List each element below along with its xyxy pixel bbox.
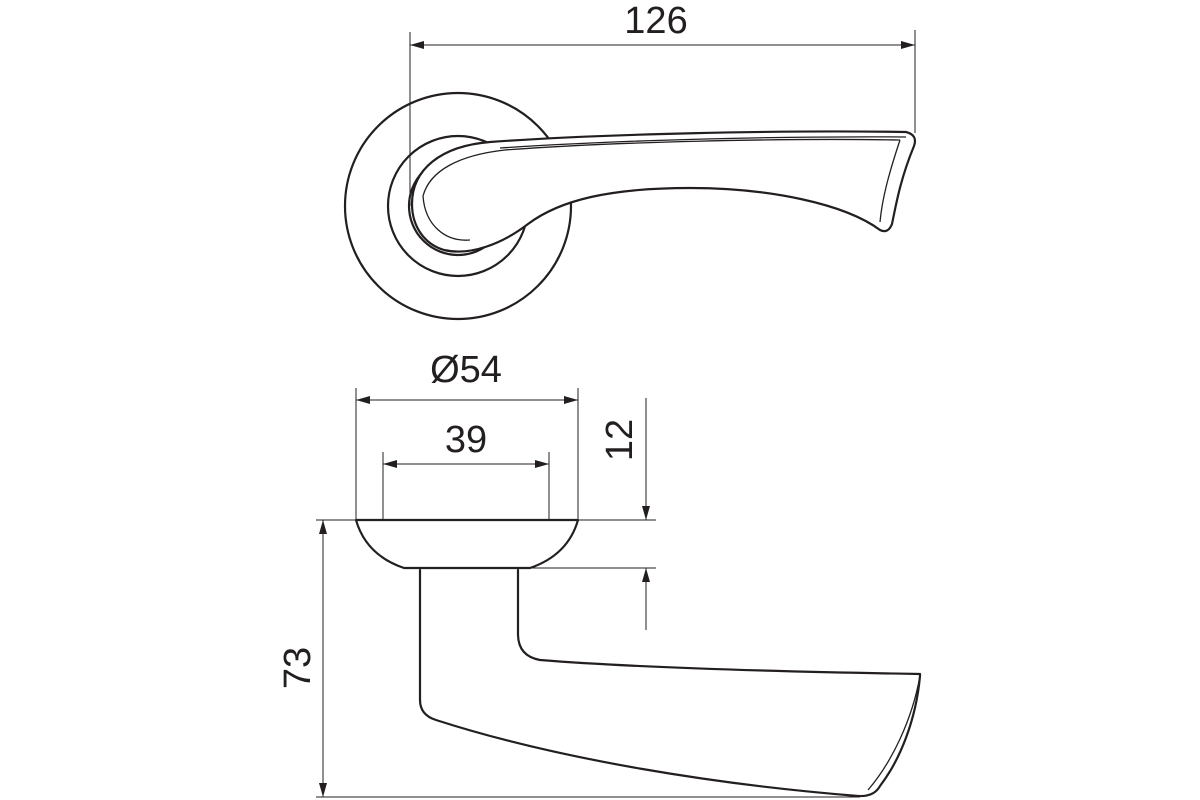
- rosette-profile: [354, 518, 580, 570]
- arrow-right: [901, 41, 915, 49]
- dimension-label-126: 126: [624, 0, 687, 42]
- arrow-left: [410, 41, 424, 49]
- front-view: [343, 91, 917, 321]
- arrow-top: [642, 506, 650, 520]
- lever-front-outline: [410, 130, 917, 253]
- dimension-rosette-diameter: Ø54: [355, 349, 579, 520]
- side-view: [354, 518, 922, 798]
- dimension-neck-width: 39: [382, 419, 550, 520]
- rosette-outer-circle: [343, 91, 573, 321]
- arrow-bottom: [319, 783, 327, 797]
- arrow-bottom: [642, 568, 650, 582]
- dimension-label-73: 73: [277, 647, 319, 689]
- lever-top-ridge: [499, 136, 907, 149]
- lever-side-outline: [418, 568, 922, 798]
- arrow-left: [383, 460, 397, 468]
- dimension-label-diameter: Ø54: [430, 349, 502, 391]
- arrow-right: [535, 460, 549, 468]
- dimension-rosette-height: 12: [316, 398, 656, 630]
- lever-inner-contour: [422, 138, 901, 241]
- arrow-left: [356, 396, 370, 404]
- dimension-label-39: 39: [445, 419, 487, 461]
- arrow-right: [564, 396, 578, 404]
- dimension-total-height: 73: [277, 520, 860, 798]
- lever-lower-edge: [867, 675, 921, 791]
- arrow-top: [319, 520, 327, 534]
- dimension-handle-length: 126: [409, 0, 916, 206]
- dimension-label-12: 12: [599, 419, 641, 461]
